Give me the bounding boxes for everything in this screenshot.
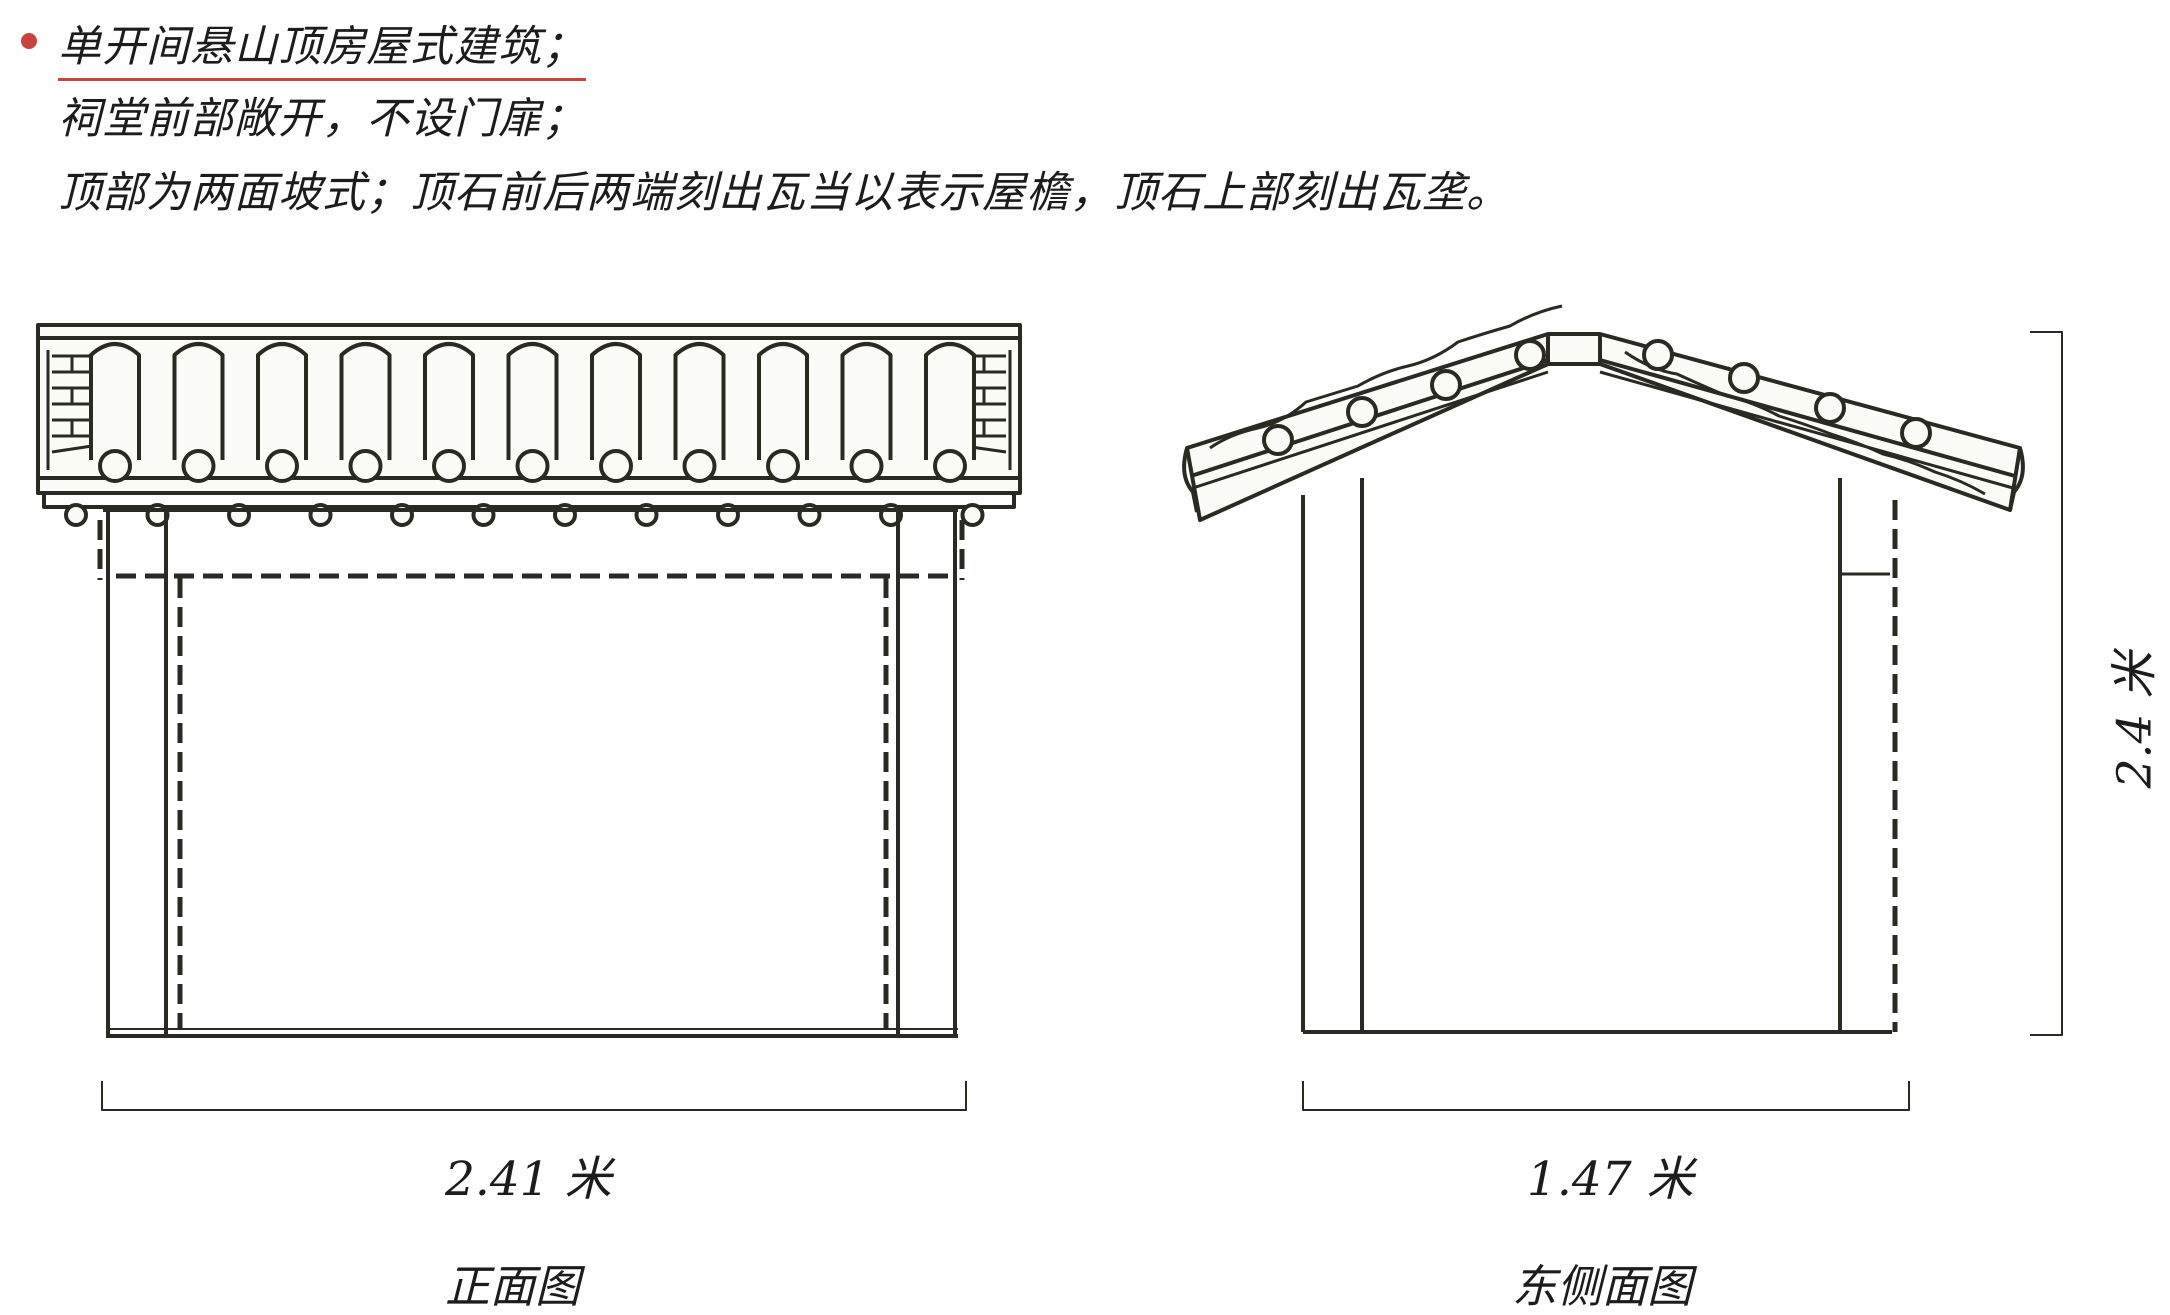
eave-knob [64,503,88,527]
side-width-dimension-line [1302,1081,1910,1111]
tile-ridge [590,342,642,460]
tile-end-disc [933,449,967,483]
tile-end-disc [682,449,717,483]
bullet-dot [21,33,37,49]
tile-ridge [256,342,308,460]
tile-end-disc [265,449,299,483]
dimension-lines [101,331,2063,1111]
eave-knob [960,503,985,527]
tile-end-disc [98,449,132,483]
height-label: 2.4 米 [2107,651,2163,789]
tile-ridge [339,342,392,460]
tile-end-disc [181,449,216,483]
tile-end-disc [515,449,550,483]
tile-end-disc [599,449,633,483]
tile-ridge [924,342,976,460]
tile-end-disc [432,449,466,483]
front-roof [36,323,1022,527]
side-elevation [1182,304,2025,1034]
front-tile-ends [98,449,967,483]
height-dimension-line [2030,331,2063,1036]
tile-ridge [172,342,225,460]
side-tile-end-disc [1900,417,1932,449]
side-tile-end-disc [1728,362,1760,394]
side-body [1301,478,1898,1034]
description-line-3: 顶部为两面坡式；顶石前后两端刻出瓦当以表示屋檐，顶石上部刻出瓦垄。 [58,168,1510,218]
side-tile-ends [1262,339,1932,456]
side-tile-end-disc [1262,424,1294,456]
side-roof [1182,304,2025,522]
front-width-dimension-line [101,1081,967,1111]
description-line-1: 单开间悬山顶房屋式建筑； [58,12,586,81]
side-tile-end-disc [1814,392,1846,424]
front-view-caption: 正面图 [445,1260,581,1313]
tile-end-disc [766,449,800,483]
tile-ridge [673,342,726,460]
front-elevation [36,323,1022,1038]
tile-ridge [89,342,141,460]
side-tile-end-disc [1430,369,1462,401]
side-tile-end-disc [1346,396,1378,428]
side-tile-end-disc [1514,339,1546,371]
tile-end-disc [348,449,383,483]
front-tile-ridges [89,342,976,460]
tile-ridge [757,342,809,460]
side-width-label: 1.47 米 [1527,1152,1694,1207]
tile-end-disc [849,449,884,483]
tile-ridge [506,342,559,460]
front-width-label: 2.41 米 [445,1152,612,1207]
tile-ridge [840,342,893,460]
side-view-caption: 东侧面图 [1512,1260,1693,1313]
side-tile-end-disc [1642,339,1674,371]
tile-ridge [423,342,475,460]
description-line-2: 祠堂前部敞开，不设门扉； [58,94,586,144]
front-body [97,508,965,1038]
